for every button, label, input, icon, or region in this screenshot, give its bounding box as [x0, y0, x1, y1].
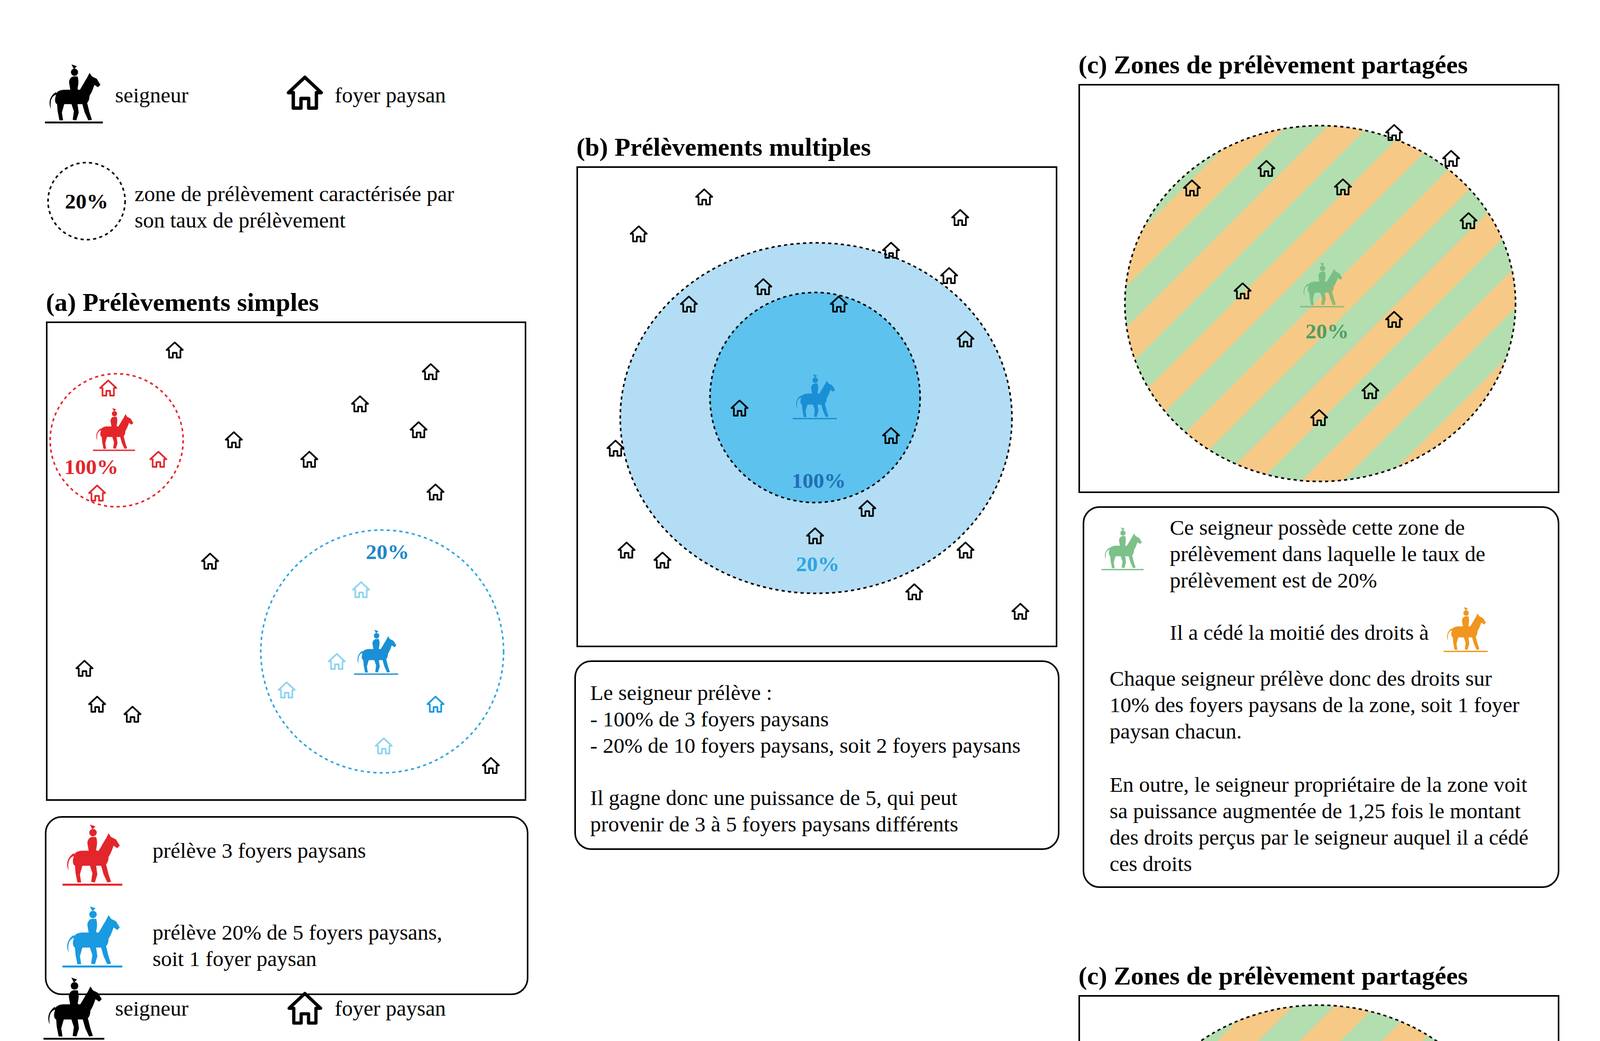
peasant-house	[150, 451, 167, 468]
peasant-house	[301, 451, 318, 468]
peasant-house	[166, 342, 184, 358]
lord-icon	[1443, 607, 1489, 652]
caption-text: - 100% de 3 foyers paysans	[590, 705, 1055, 733]
zone-outline	[1123, 124, 1517, 483]
peasant-house	[89, 485, 106, 501]
peasant-house	[957, 542, 974, 558]
zone-outline-shape	[50, 373, 184, 507]
zone-outline	[259, 528, 505, 774]
caption-text: Ce seigneur possède cette zone de prélèv…	[1169, 514, 1508, 594]
peasant-house	[202, 553, 219, 570]
peasant-house	[225, 432, 243, 448]
legend-text: seigneur	[115, 81, 189, 109]
panel-box: (c) Zones de prélèvement partagées	[1078, 995, 1560, 1041]
panel-heading: (b) Prélèvements multiples	[576, 131, 871, 163]
zone-outline-shape	[709, 292, 921, 503]
lord-icon	[62, 824, 122, 886]
zone-rate: 20%	[1305, 317, 1349, 345]
peasant-house	[941, 268, 958, 284]
peasant-house	[76, 660, 93, 677]
caption-text: Il gagne donc une puissance de 5, qui pe…	[590, 784, 992, 838]
zone-outline	[49, 372, 185, 508]
caption-text: prélève 3 foyers paysans	[152, 837, 470, 864]
text-box: Ce seigneur possède cette zone de prélèv…	[1082, 506, 1560, 888]
peasant-house	[906, 584, 923, 600]
peasant-house	[422, 364, 440, 380]
peasant-house	[618, 542, 636, 558]
shared-zone-circle: 20%	[1123, 124, 1517, 483]
lord-icon	[62, 906, 122, 968]
peasant-house	[352, 396, 369, 412]
legend-text: foyer paysan	[334, 995, 447, 1022]
zone-circle: 100%	[49, 372, 185, 508]
peasant-house-icon	[289, 993, 321, 1024]
peasant-house	[100, 380, 117, 396]
caption-text: Le seigneur prélève :	[590, 679, 1055, 706]
peasant-house	[696, 189, 713, 205]
zone-circle: 20% 100%	[619, 241, 1013, 595]
text-box: prélève 3 foyers paysans prélève 20% de 5…	[44, 816, 529, 996]
zone-circle: 20%	[259, 528, 505, 774]
peasant-house	[410, 422, 428, 438]
peasant-house	[654, 552, 671, 568]
panel-box: (c) Zones de prélèvement partagées20%	[1078, 83, 1560, 494]
peasant-house	[328, 654, 346, 670]
lord-icon	[1101, 527, 1144, 571]
caption-text: - 20% de 10 foyers paysans, soit 2 foyer…	[590, 732, 1055, 759]
peasant-house	[1012, 603, 1029, 620]
zone-rate: 20%	[796, 550, 840, 577]
lord-icon	[44, 64, 103, 124]
panel-heading: (a) Prélèvements simples	[45, 287, 319, 318]
peasant-house	[427, 696, 444, 713]
peasant-house	[353, 582, 370, 598]
peasant-house	[1443, 150, 1460, 167]
text-box: Le seigneur prélève :- 100% de 3 foyers …	[574, 660, 1060, 850]
peasant-house	[952, 210, 969, 226]
peasant-house	[375, 738, 393, 754]
panel-box: (a) Prélèvements simples100%20%	[45, 321, 527, 801]
zone-circle: 100%	[708, 291, 922, 504]
zone-rate: 20%	[365, 538, 410, 565]
zone-outline-shape	[1124, 125, 1516, 482]
peasant-house	[483, 758, 500, 774]
peasant-house	[89, 696, 106, 713]
peasant-house	[278, 682, 296, 698]
lord-icon	[354, 629, 399, 675]
peasant-house	[427, 484, 444, 500]
lord-icon	[43, 977, 104, 1040]
zone-outline-shape	[620, 242, 1012, 594]
peasant-house	[630, 226, 648, 242]
zone-rate: 100%	[64, 453, 119, 480]
caption-text: prélève 20% de 5 foyers paysans, soit 1 …	[152, 919, 465, 972]
zone-rate-sample: 20%	[64, 187, 109, 215]
caption-text: Chaque seigneur prélève donc des droits …	[1109, 665, 1532, 745]
peasant-house	[124, 706, 141, 723]
legend-text: zone de prélèvement caractérisée par son…	[134, 180, 473, 234]
zone-rate: 100%	[791, 467, 847, 494]
legend-text: foyer paysan	[334, 81, 447, 109]
panel-heading: (c) Zones de prélèvement partagées	[1078, 960, 1469, 992]
zone-sample	[48, 162, 126, 240]
peasant-house	[607, 440, 624, 457]
lord-icon	[92, 408, 136, 451]
peasant-house-icon	[288, 77, 321, 108]
panel-box: (b) Prélèvements multiples20%100%	[576, 166, 1058, 648]
legend-text: seigneur	[115, 995, 189, 1022]
panel-heading: (c) Zones de prélèvement partagées	[1078, 49, 1469, 81]
shared-zone	[1122, 1005, 1516, 1041]
zone-outline-shape	[260, 529, 504, 773]
caption-text: En outre, le seigneur propriétaire de la…	[1109, 771, 1532, 877]
caption-text: Il a cédé la moitié des droits à	[1169, 619, 1466, 646]
